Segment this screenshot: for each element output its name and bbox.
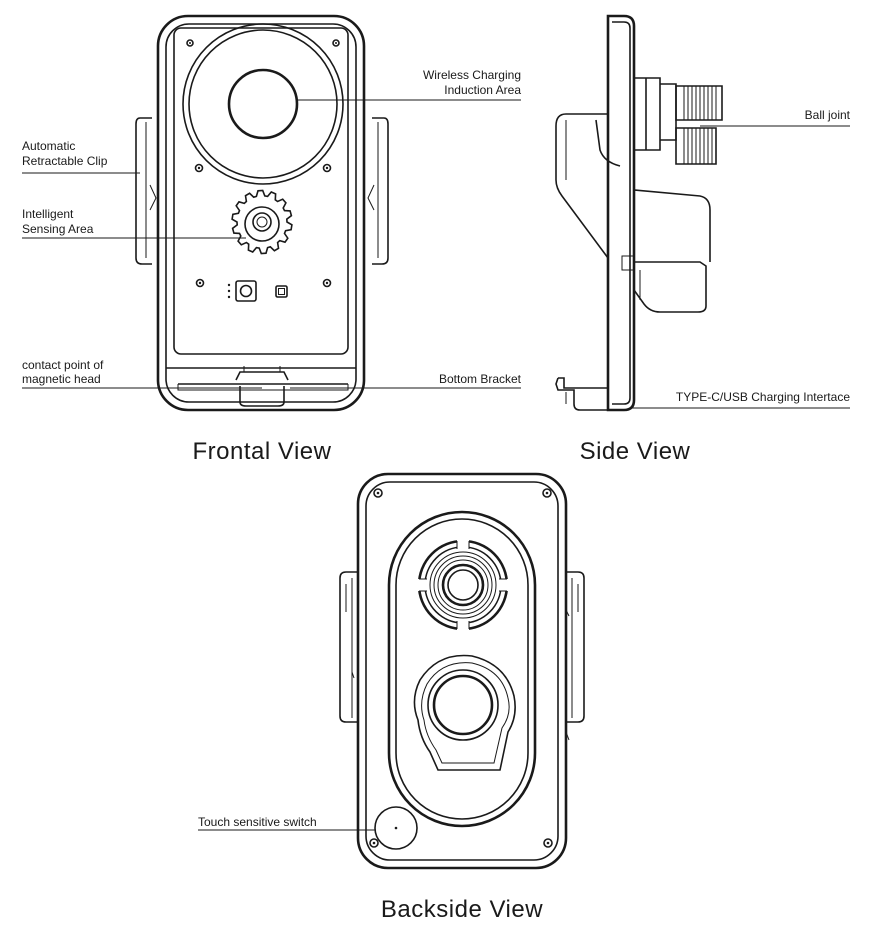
clip-label-line2: Retractable Clip [22, 154, 108, 168]
side-view-drawing [555, 14, 723, 412]
contact-label-line2: magnetic head [22, 372, 101, 386]
ball-joint-label: Ball joint [805, 108, 851, 122]
clip-label-line1: Automatic [22, 139, 75, 153]
frontal-view-title: Frontal View [193, 438, 332, 465]
sensing-gear [231, 189, 293, 255]
frontal-view-drawing [135, 14, 389, 412]
sensing-label-line2: Sensing Area [22, 222, 94, 236]
contact-label-line1: contact point of [22, 358, 104, 372]
wireless-charging-label-line2: Induction Area [444, 83, 521, 97]
side-view-title: Side View [580, 438, 691, 465]
leader-lines [22, 99, 850, 831]
sensing-label-line1: Intelligent [22, 207, 74, 221]
wireless-charging-label-line1: Wireless Charging [423, 68, 521, 82]
type-c-label: TYPE-C/USB Charging Intertace [676, 390, 850, 404]
touch-switch-label: Touch sensitive switch [198, 815, 317, 829]
backside-view-drawing [339, 472, 585, 870]
bottom-bracket-label: Bottom Bracket [439, 372, 522, 386]
backside-view-title: Backside View [381, 896, 543, 923]
